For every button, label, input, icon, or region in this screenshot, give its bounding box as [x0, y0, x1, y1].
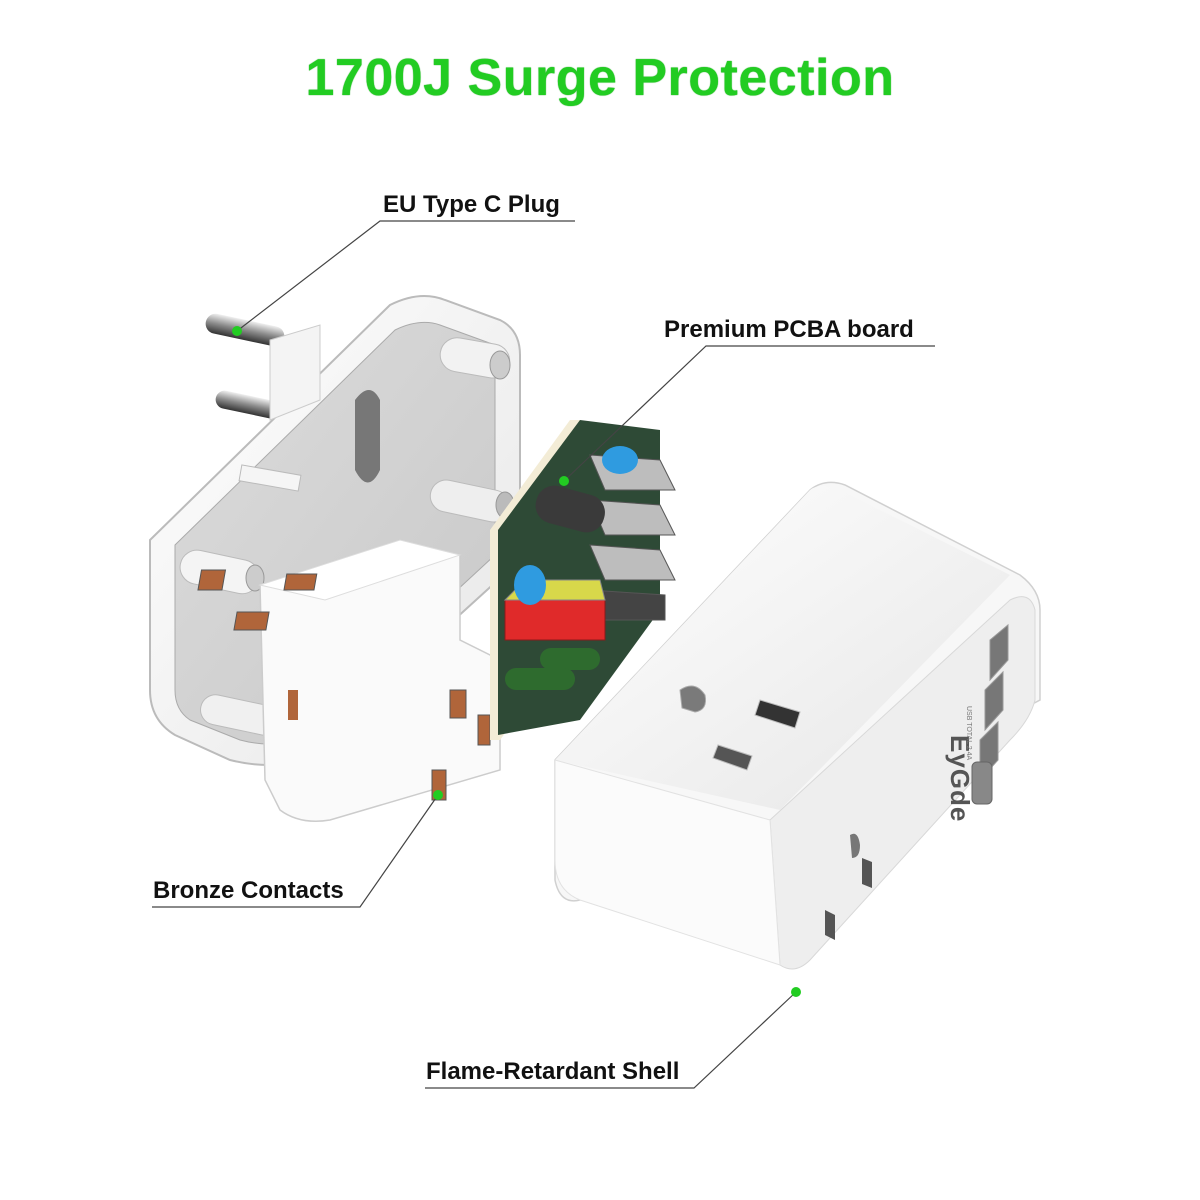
- leader-lines: [152, 220, 935, 1089]
- main-shell: [554, 481, 1041, 970]
- callout-dot-bronze: [433, 790, 443, 800]
- usb-rating-text: USB TOTAL 2.4A: [965, 706, 972, 761]
- callout-label-shell: Flame-Retardant Shell: [426, 1058, 680, 1085]
- pcba-board: [490, 420, 676, 740]
- universal-socket-module: [197, 539, 501, 822]
- callout-dot-shell: [791, 987, 801, 997]
- callout-dots: [232, 326, 801, 997]
- callout-dot-eu-plug: [232, 326, 242, 336]
- callout-label-bronze: Bronze Contacts: [153, 877, 344, 904]
- callout-label-eu-plug: EU Type C Plug: [383, 191, 560, 218]
- callout-dot-pcba: [559, 476, 569, 486]
- page-title: 1700J Surge Protection: [305, 49, 895, 107]
- callout-label-pcba: Premium PCBA board: [664, 316, 914, 343]
